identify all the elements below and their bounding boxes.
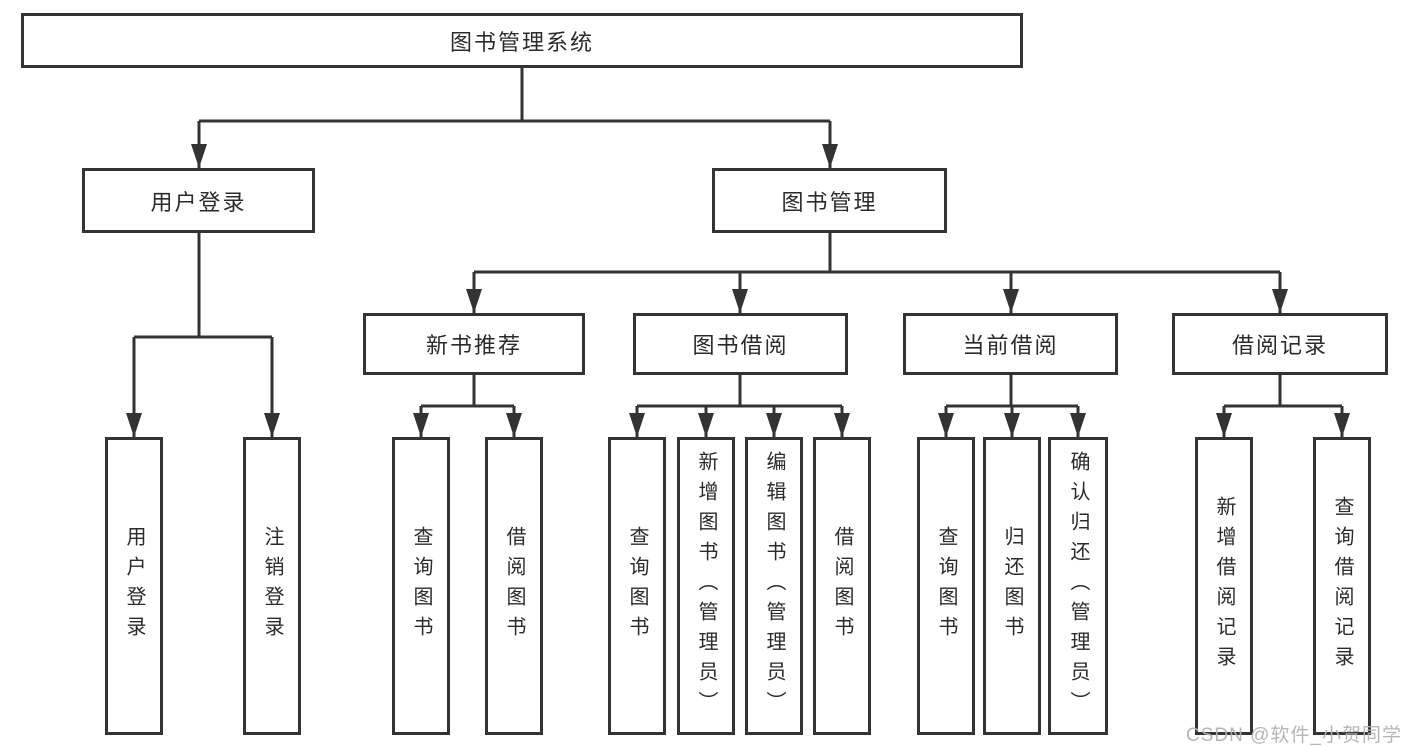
arrow-down-icon bbox=[1216, 413, 1232, 437]
leaf-logout: 注销登录 bbox=[243, 437, 301, 735]
arrow-down-icon bbox=[822, 144, 838, 168]
arrow-down-icon bbox=[698, 413, 714, 437]
arrow-down-icon bbox=[732, 289, 748, 313]
arrow-down-icon bbox=[191, 144, 207, 168]
arrow-down-icon bbox=[1272, 289, 1288, 313]
arrow-down-icon bbox=[1070, 413, 1086, 437]
leaf-edit-books-admin: 编辑图书（管理员） bbox=[745, 437, 803, 735]
arrow-down-icon bbox=[506, 413, 522, 437]
node-book-management: 图书管理 bbox=[712, 168, 947, 233]
arrow-down-icon bbox=[1004, 413, 1020, 437]
leaf-add-borrow-record: 新增借阅记录 bbox=[1195, 437, 1253, 735]
csdn-watermark: CSDN @软件_小贺同学 bbox=[1186, 725, 1402, 746]
leaf-current-query-books: 查询图书 bbox=[917, 437, 975, 735]
leaf-query-borrow-record: 查询借阅记录 bbox=[1313, 437, 1371, 735]
leaf-borrow-books: 借阅图书 bbox=[813, 437, 871, 735]
arrow-down-icon bbox=[766, 413, 782, 437]
leaf-return-books: 归还图书 bbox=[983, 437, 1041, 735]
node-current-borrow: 当前借阅 bbox=[903, 313, 1118, 375]
node-new-book-recommend: 新书推荐 bbox=[363, 313, 585, 375]
arrow-down-icon bbox=[264, 413, 280, 437]
arrow-down-icon bbox=[938, 413, 954, 437]
node-borrow-records: 借阅记录 bbox=[1172, 313, 1388, 375]
leaf-recommend-query-books: 查询图书 bbox=[392, 437, 450, 735]
arrow-down-icon bbox=[629, 413, 645, 437]
node-library-system: 图书管理系统 bbox=[21, 13, 1023, 68]
arrow-down-icon bbox=[1334, 413, 1350, 437]
arrow-down-icon bbox=[126, 413, 142, 437]
arrow-down-icon bbox=[413, 413, 429, 437]
arrow-down-icon bbox=[466, 289, 482, 313]
arrowheads bbox=[126, 144, 1350, 437]
arrow-down-icon bbox=[834, 413, 850, 437]
node-user-login-group: 用户登录 bbox=[82, 168, 315, 233]
leaf-recommend-borrow-books: 借阅图书 bbox=[485, 437, 543, 735]
leaf-borrow-query-books: 查询图书 bbox=[608, 437, 666, 735]
leaf-add-books-admin: 新增图书（管理员） bbox=[677, 437, 735, 735]
arrow-down-icon bbox=[1003, 289, 1019, 313]
leaf-confirm-return-admin: 确认归还（管理员） bbox=[1048, 437, 1108, 735]
leaf-user-login: 用户登录 bbox=[105, 437, 163, 735]
node-book-borrow: 图书借阅 bbox=[633, 313, 848, 375]
